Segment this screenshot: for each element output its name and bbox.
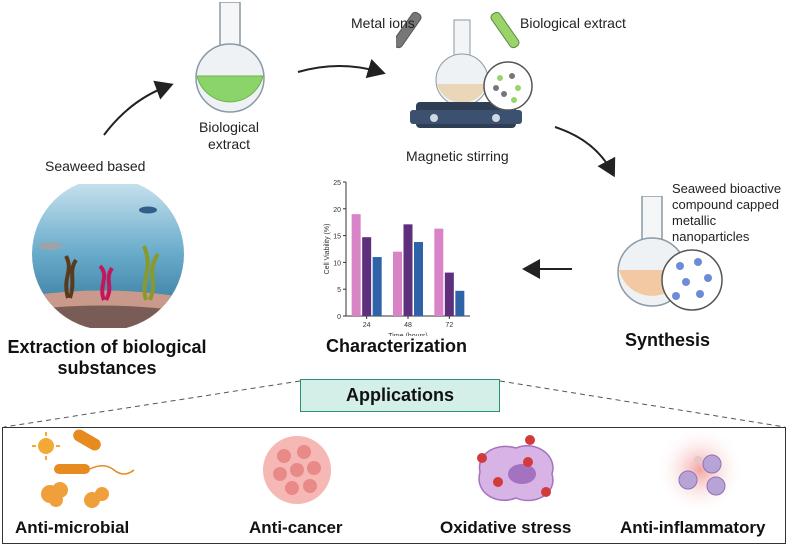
seaweed-brown [64, 255, 78, 299]
arrow-extraction-to-flask [103, 80, 174, 136]
label-seaweed-based: Seaweed based [45, 158, 146, 174]
cell-viability-chart: 0 5 10 15 20 25 24 48 72Time (hours) Cell Viabili… [324, 180, 470, 336]
y-tick-label: 20 [333, 207, 341, 214]
nanoparticle-zoom-circle [483, 61, 533, 111]
application-label-anti-microbial: Anti-microbial [15, 518, 130, 537]
y-tick-label: 10 [333, 260, 341, 267]
heading-synthesis: Synthesis [625, 330, 711, 350]
seaweed-red [98, 264, 114, 301]
magnetic-stirrer-illustration [396, 11, 533, 128]
y-tick-label: 5 [337, 287, 341, 294]
x-axis-label: Time (hours) [388, 333, 427, 336]
heading-characterization: Characterization [326, 336, 468, 356]
application-label-oxidative-stress: Oxidative stress [440, 518, 572, 537]
bar-24-series-2 [362, 237, 372, 316]
label-magnetic-stirring: Magnetic stirring [406, 148, 509, 164]
dashed-line-right [499, 380, 786, 428]
oxidative-stress-icon [477, 435, 554, 502]
bar-48-series-2 [403, 224, 413, 316]
bar-72-series-2 [444, 272, 454, 316]
bar-72-series-1 [434, 228, 444, 316]
label-biological-extract-flask: Biological extract [199, 119, 259, 152]
heading-extraction: Extraction of biological substances [7, 337, 207, 378]
x-tick-label: 72 [445, 322, 453, 329]
dashed-line-left [3, 380, 301, 428]
application-label-anti-inflammatory: Anti-inflammatory [620, 518, 766, 537]
seaweed-green [142, 245, 160, 301]
bar-48-series-3 [414, 242, 423, 316]
bar-24-series-1 [351, 214, 361, 316]
x-tick-label: 48 [404, 322, 412, 329]
label-biological-extract-tube: Biological extract [520, 15, 626, 31]
nanoparticle-zoom-circle-synthesis [661, 249, 723, 311]
microbes-icon [32, 429, 135, 508]
bar-48-series-1 [393, 251, 402, 316]
ocean-illustration [32, 178, 184, 328]
label-metal-ions: Metal ions [351, 15, 415, 31]
label-synthesis-product: Seaweed bioactive compound capped metall… [672, 181, 782, 244]
fish-grey [38, 242, 62, 250]
fish-blue [139, 206, 157, 214]
y-tick-label: 25 [333, 180, 341, 187]
applications-panel [2, 427, 786, 544]
applications-header: Applications [300, 379, 500, 412]
inflammation-icon [656, 428, 744, 514]
application-label-anti-cancer: Anti-cancer [249, 518, 343, 537]
bar-24-series-3 [372, 257, 382, 316]
x-tick-label: 24 [363, 322, 371, 329]
y-axis-label: Cell Viability (%) [324, 224, 331, 275]
arrow-stirring-to-synthesis [554, 126, 616, 178]
cancer-cells-icon [263, 436, 331, 504]
arrow-flask-to-stirring [297, 58, 386, 79]
bar-72-series-3 [455, 290, 465, 316]
y-tick-label: 0 [337, 314, 341, 321]
flask-biological-extract [195, 2, 265, 113]
y-tick-label: 15 [333, 234, 341, 241]
flask-synthesis [617, 196, 723, 311]
